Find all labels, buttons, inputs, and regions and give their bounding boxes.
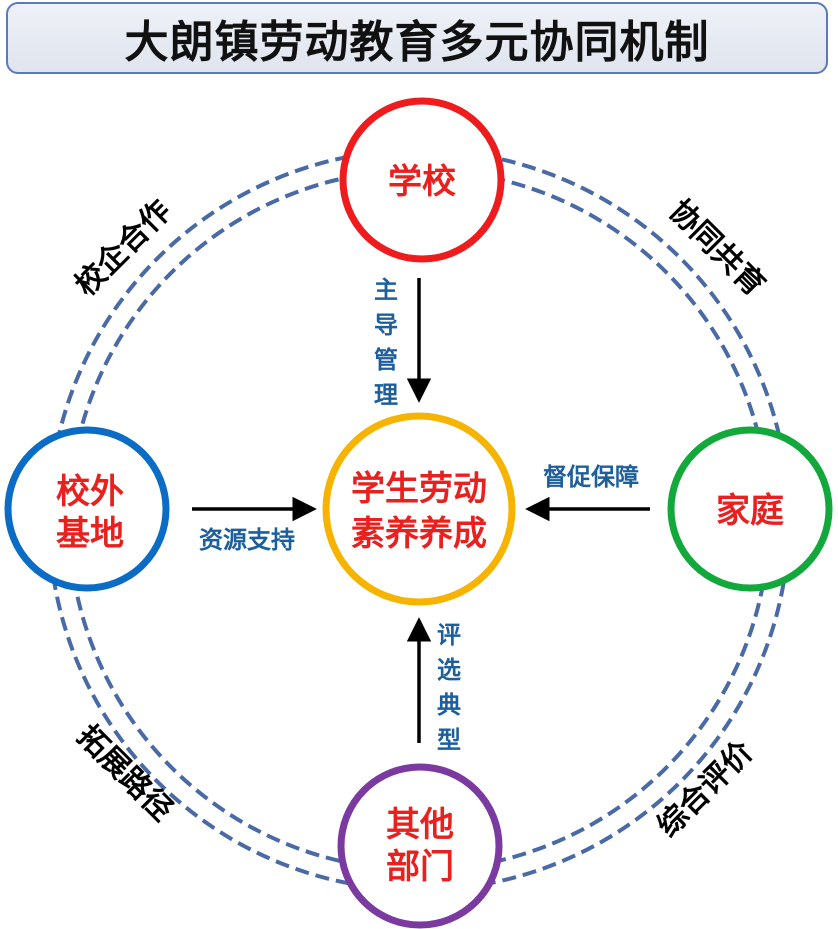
other-departments-label-line1: 其他 [386, 805, 454, 845]
bottom-arrow-label-char: 典 [437, 691, 461, 719]
node-center [322, 412, 516, 606]
center-label-line1: 学生劳动 [351, 469, 487, 509]
bottom-arrow-label-char: 评 [437, 621, 461, 649]
bottom-arrow-label-char: 型 [437, 726, 461, 754]
center-label-line2: 素养养成 [351, 514, 487, 554]
top-arrow-label-char: 管 [374, 346, 398, 374]
node-school [339, 97, 505, 263]
top-arrow-label-char: 理 [374, 381, 398, 409]
left-arrow-label: 资源支持 [199, 526, 295, 554]
external-base-label-line1: 校外 [56, 472, 124, 512]
top-arrow-label-char: 主 [374, 276, 398, 304]
page-title: 大朗镇劳动教育多元协同机制 [124, 17, 710, 68]
node-other-departments [337, 763, 503, 929]
other-departments-label-line2: 部门 [386, 847, 454, 887]
external-base-label-line2: 基地 [56, 514, 124, 554]
top-arrow-label-char: 导 [374, 311, 398, 339]
school-label: 学校 [388, 162, 456, 202]
node-family [667, 426, 833, 592]
ring-label-bottom-left: 拓展路径 [70, 718, 180, 828]
title-banner: 大朗镇劳动教育多元协同机制 [6, 2, 828, 74]
node-external-base [4, 426, 170, 592]
right-arrow-label: 督促保障 [543, 463, 639, 491]
ring-label-top-left: 校企合作 [68, 193, 178, 303]
bottom-arrow-label-char: 选 [437, 656, 461, 684]
family-label: 家庭 [716, 491, 784, 531]
ring-label-bottom-right: 综合评价 [650, 734, 760, 844]
